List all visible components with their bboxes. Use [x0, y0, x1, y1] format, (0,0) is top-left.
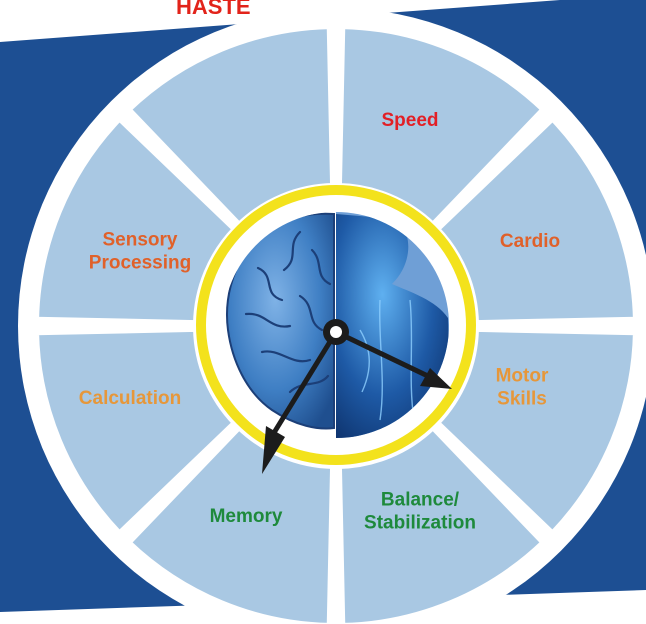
segment-label-line: Balance/ — [381, 490, 460, 511]
segment-label-line: Skills — [497, 389, 547, 410]
segment-label-line: Memory — [210, 506, 283, 527]
title-fragment: HASTE — [176, 0, 251, 19]
segment-label-line: Processing — [89, 253, 191, 274]
segment-label-cardio: Cardio — [500, 231, 560, 252]
segment-label-balance-stabilization: Balance/Stabilization — [364, 490, 476, 534]
segment-label-line: Motor — [496, 366, 549, 387]
wheel-segment-cardio — [432, 325, 639, 538]
segment-label-memory: Memory — [210, 506, 283, 527]
segment-label-speed: Speed — [381, 110, 438, 131]
wheel-segment-memory — [33, 325, 240, 538]
segment-label-calculation: Calculation — [79, 388, 181, 409]
segment-label-line: Calculation — [79, 388, 181, 409]
segment-label-line: Stabilization — [364, 513, 476, 534]
wheel-segment-motor-skills — [335, 422, 548, 624]
clock-hands-icon — [262, 319, 452, 474]
segment-label-line: Cardio — [500, 231, 560, 252]
wheel-segment-balance-stabilization — [124, 422, 337, 624]
segment-label-line: Speed — [381, 110, 438, 131]
segment-label-line: Sensory — [103, 230, 178, 251]
